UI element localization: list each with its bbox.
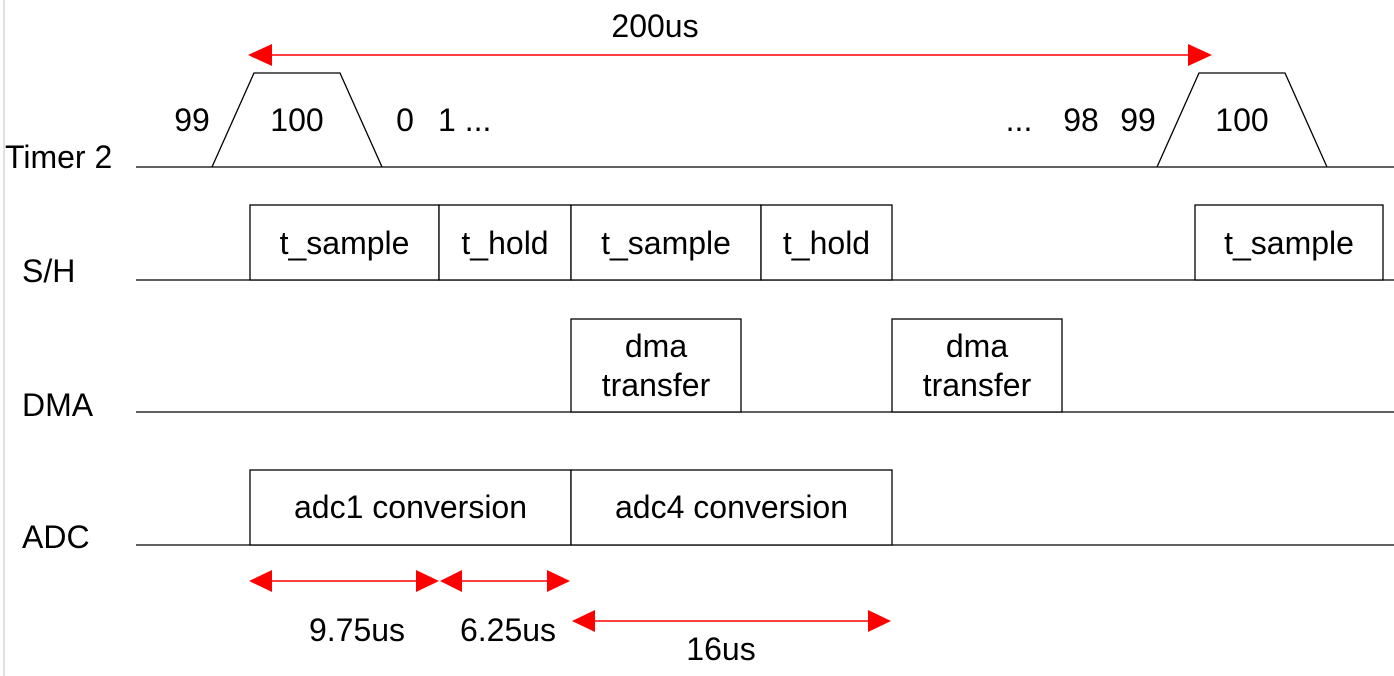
adc-block-2 — [570, 469, 893, 546]
timer-count-98: 98 — [1063, 102, 1099, 138]
period-label: 200us — [611, 8, 698, 44]
adc-block-1-label: adc1 conversion — [294, 489, 527, 525]
dma-block-1-line2: transfer — [602, 367, 711, 403]
sh-block-hold-1-label: t_hold — [461, 225, 548, 261]
sh-block-hold-2-label: t_hold — [783, 225, 870, 261]
sh-block-sample-3 — [1194, 204, 1384, 281]
duration-label-3: 16us — [686, 631, 755, 667]
duration-label-2: 6.25us — [460, 612, 556, 648]
timer-pulse-2 — [1156, 72, 1328, 168]
row-label-adc: ADC — [22, 519, 90, 555]
dma-block-2-line2: transfer — [923, 367, 1032, 403]
duration-arrow-2 — [440, 570, 570, 592]
row-label-sh: S/H — [22, 253, 75, 289]
dma-block-1-line1: dma — [625, 328, 687, 364]
duration-arrow-3 — [572, 610, 891, 632]
timer-pulse-1 — [211, 72, 383, 168]
dma-block-2 — [891, 318, 1063, 413]
timer-count-100a: 100 — [270, 102, 323, 138]
dma-block-1 — [570, 318, 742, 413]
timer-count-99a: 99 — [174, 102, 210, 138]
timer-count-1: 1 ... — [438, 102, 491, 138]
timer-count-ellipsis: ... — [1006, 102, 1033, 138]
duration-label-1: 9.75us — [309, 612, 405, 648]
sh-block-sample-1-label: t_sample — [280, 225, 410, 261]
sh-block-sample-2-label: t_sample — [601, 225, 731, 261]
adc-block-2-label: adc4 conversion — [615, 489, 848, 525]
row-label-dma: DMA — [22, 387, 94, 423]
row-label-timer: Timer 2 — [5, 139, 112, 175]
dma-block-2-line1: dma — [946, 328, 1008, 364]
period-arrow — [248, 44, 1212, 66]
sh-block-sample-1 — [249, 204, 440, 281]
sh-block-sample-3-label: t_sample — [1224, 225, 1354, 261]
timer-count-99b: 99 — [1120, 102, 1156, 138]
adc-block-1 — [249, 469, 572, 546]
duration-arrow-1 — [249, 570, 439, 592]
sh-block-hold-2 — [760, 204, 893, 281]
timer-count-0: 0 — [396, 102, 414, 138]
timer-count-100b: 100 — [1215, 102, 1268, 138]
